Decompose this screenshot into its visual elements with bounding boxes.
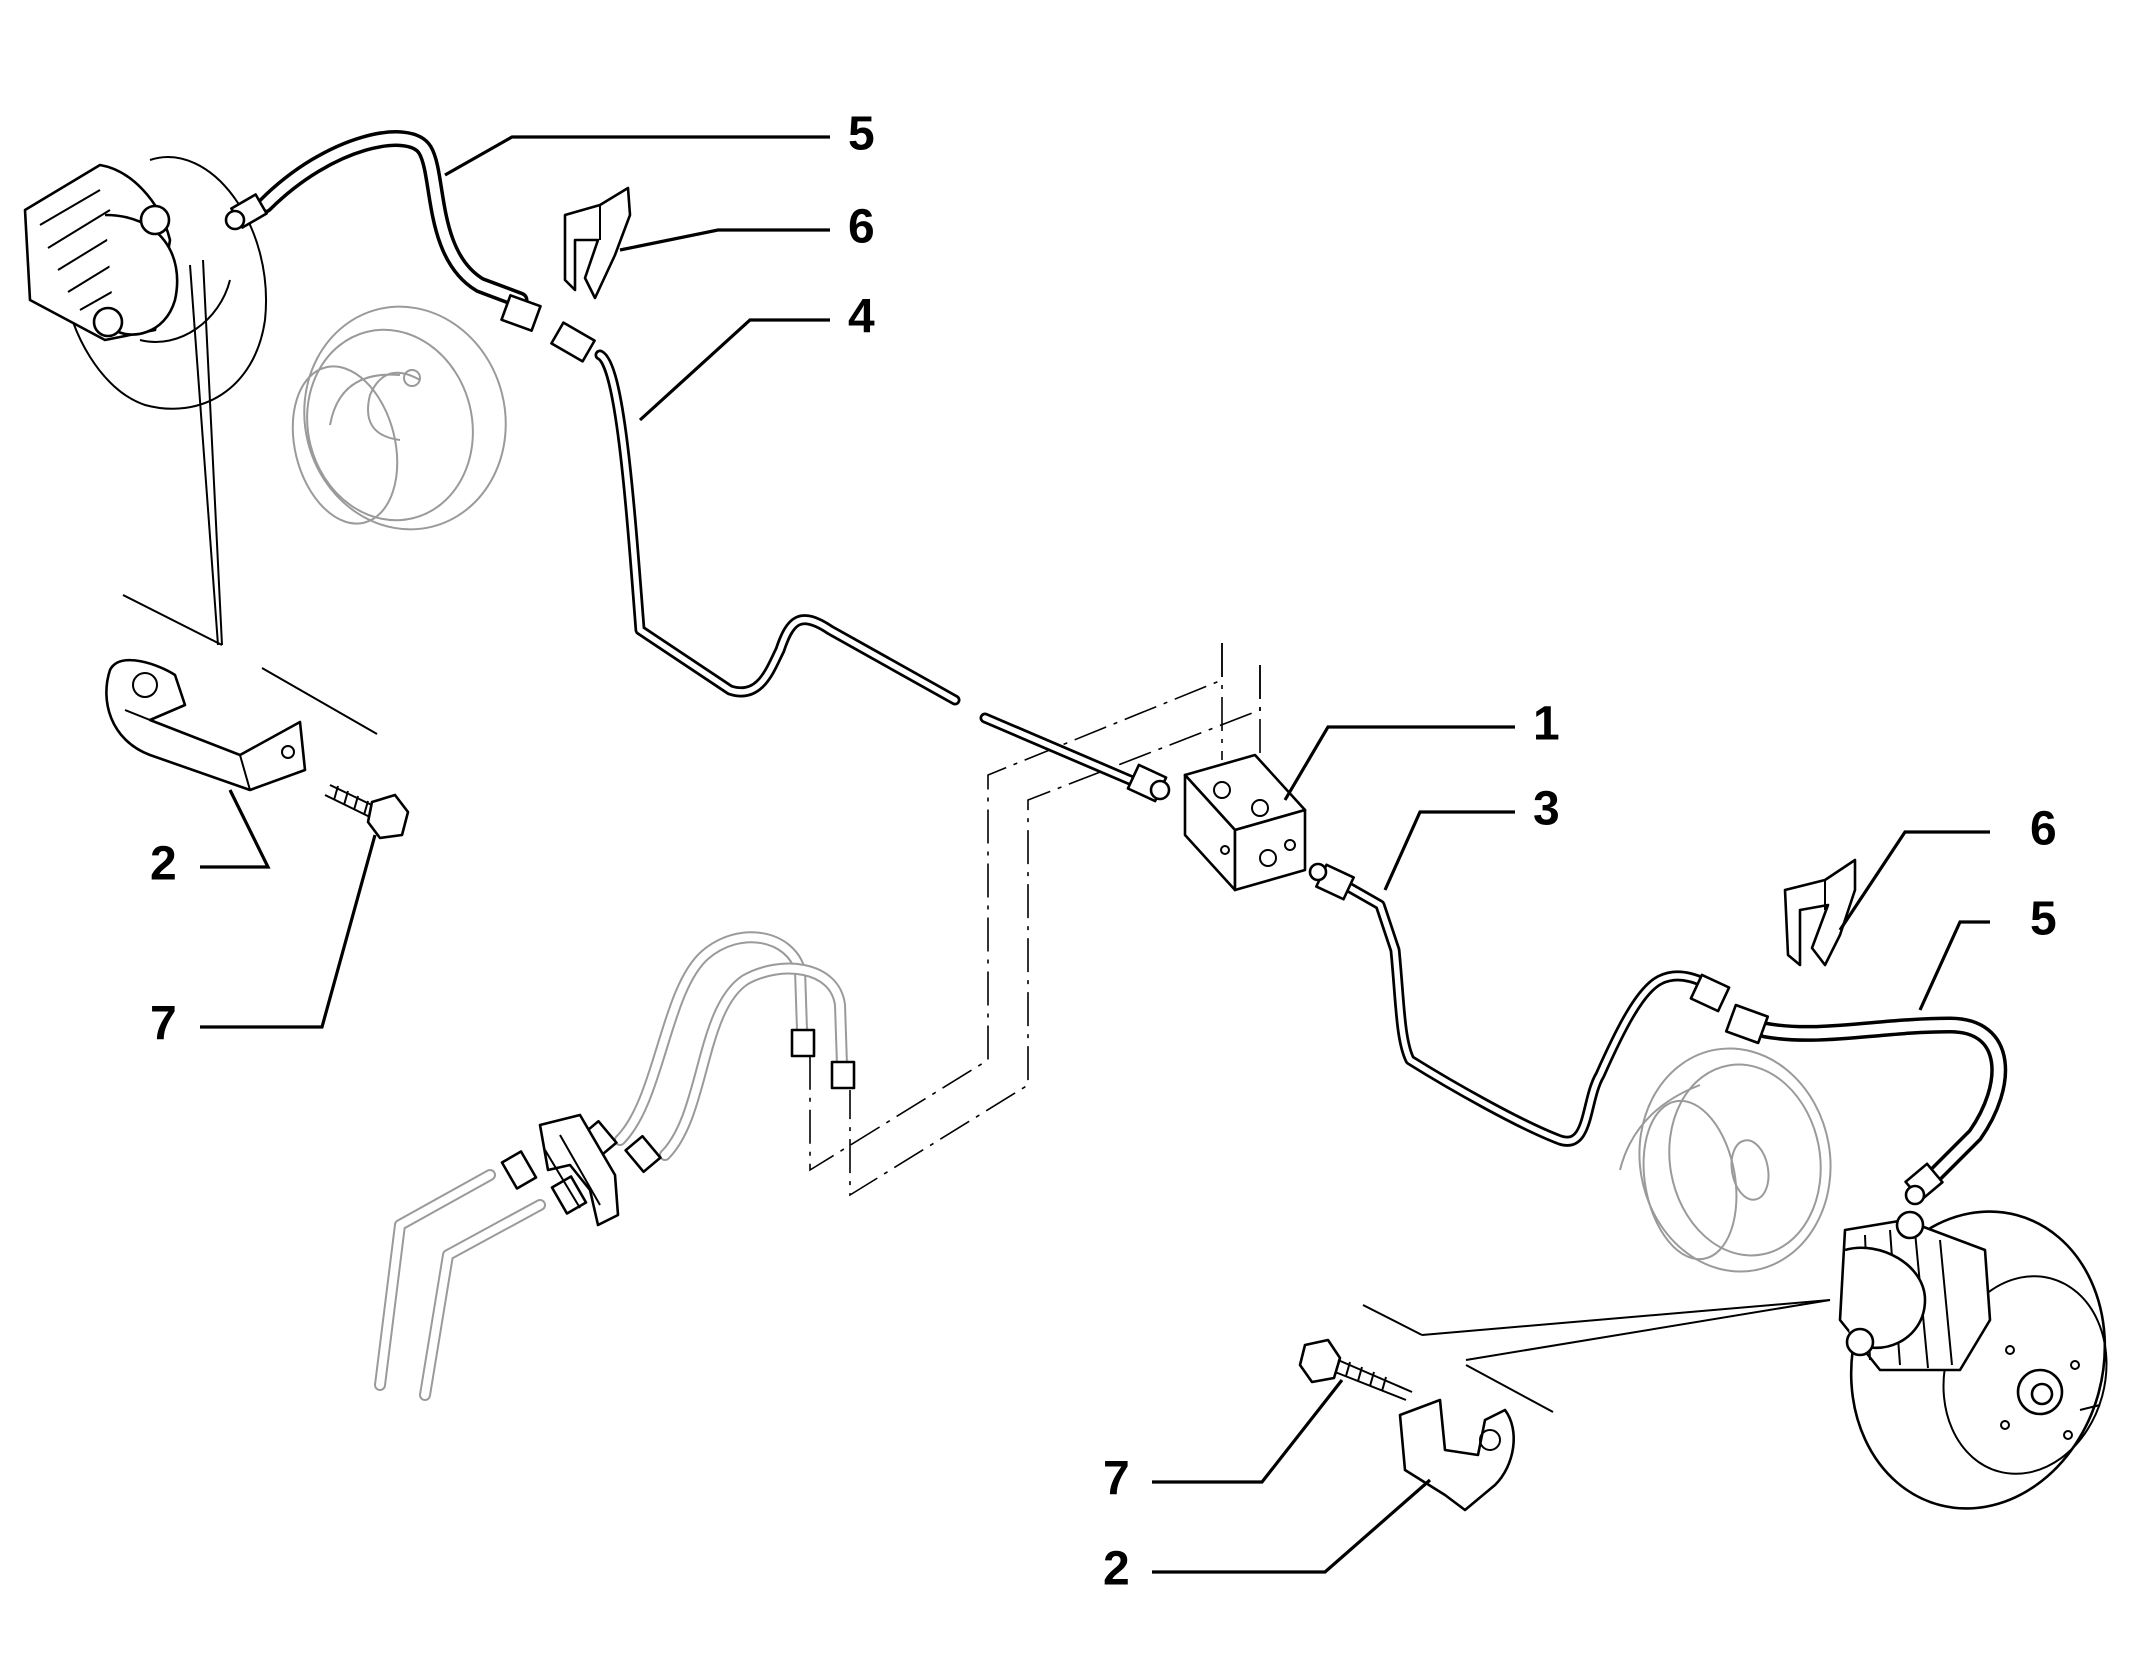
- left-brake-drum-ghost: [291, 305, 507, 531]
- callout-3: 3: [1533, 783, 1560, 836]
- phantom-assembly-lines: [809, 643, 1261, 1197]
- callout-6-left: 6: [848, 201, 875, 254]
- callout-7-right: 7: [1103, 1453, 1130, 1506]
- callout-7-left: 7: [150, 998, 177, 1051]
- leader-lines: [200, 135, 1990, 1574]
- left-brake-hose: [224, 130, 542, 332]
- left-bracket-bolt: [324, 784, 410, 840]
- master-cylinder-pipes-ghost: [374, 931, 856, 1401]
- right-wheel-axis-lines: [1362, 1299, 1831, 1413]
- callout-4: 4: [848, 291, 875, 344]
- callout-1: 1: [1533, 698, 1560, 751]
- left-hose-clip: [563, 186, 632, 300]
- callout-labels: 5 6 4 1 3 6 5 2 7 7 2: [150, 108, 2057, 1596]
- left-wheel-axis-lines: [122, 259, 378, 735]
- left-hose-bracket: [105, 658, 307, 792]
- right-hose-clip: [1783, 858, 1857, 967]
- right-brake-drum-ghost: [1619, 1047, 1832, 1273]
- callout-2-right: 2: [1103, 1543, 1130, 1596]
- callout-5-right: 5: [2030, 893, 2057, 946]
- right-bracket-bolt: [1298, 1338, 1413, 1401]
- left-brake-caliper: [23, 156, 268, 410]
- right-rigid-pipe: [1308, 862, 1731, 1147]
- right-hose-bracket: [1398, 1398, 1516, 1512]
- right-brake-caliper: [1838, 1210, 1992, 1372]
- left-rigid-pipe: [550, 321, 1171, 803]
- right-brake-hose: [1724, 1003, 2008, 1206]
- pipe-junction-block: [1183, 753, 1307, 892]
- callout-6-right: 6: [2030, 803, 2057, 856]
- callout-5-left: 5: [848, 108, 875, 161]
- callout-2-left: 2: [150, 838, 177, 891]
